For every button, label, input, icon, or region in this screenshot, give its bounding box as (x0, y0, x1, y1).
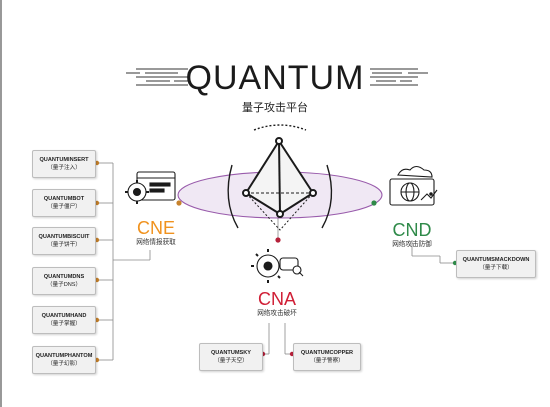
tool-name: QUANTUMBOT (43, 196, 85, 202)
tool-name: QUANTUMPHANTOM (35, 353, 93, 359)
cnd-globe-cloud-icon (389, 165, 438, 206)
tool-name: QUANTUMBISCUIT (38, 234, 90, 240)
pyramid-icon (242, 137, 317, 231)
cnd-code-label: CND (392, 220, 432, 240)
cna-bug-gear-icon (251, 249, 304, 283)
cna-name-label: 网络攻击破坏 (257, 310, 297, 317)
tool-box-quantumcopper[interactable]: QUANTUMCOPPER （量子警察） (293, 343, 361, 371)
tool-alias: （量子DNS） (46, 281, 82, 288)
title-decoration-left (126, 68, 188, 86)
tool-box-quantumbot[interactable]: QUANTUMBOT （量子僵尸） (32, 189, 96, 217)
tool-name: QUANTUMDNS (43, 274, 85, 280)
tool-name: QUANTUMCOPPER (300, 350, 354, 356)
cne-name-label: 网络情报获取 (136, 239, 176, 246)
tool-box-quantumdns[interactable]: QUANTUMDNS （量子DNS） (32, 267, 96, 295)
cne-code-label: CNE (136, 218, 175, 238)
tool-name: QUANTUMSMACKDOWN (462, 257, 530, 263)
page-title: QUANTUM (185, 59, 365, 97)
tool-alias: （量子僵尸） (47, 203, 81, 210)
cne-monitor-gear-icon (125, 171, 176, 204)
title-decoration-right (370, 68, 428, 86)
page-subtitle: 量子攻击平台 (242, 102, 308, 114)
tool-alias: （量子注入） (47, 164, 81, 171)
tool-alias: （量子下载） (479, 264, 513, 271)
tool-box-quantumsmackdown[interactable]: QUANTUMSMACKDOWN （量子下载） (456, 250, 536, 278)
pyramid-halo (227, 124, 333, 229)
tool-alias: （量子警察） (310, 357, 344, 364)
cna-junction-dot (275, 237, 281, 243)
connector-lines (97, 162, 455, 361)
cnd-junction-dot (371, 200, 377, 206)
tool-name: QUANTUMINSERT (39, 157, 89, 163)
tool-name: QUANTUMSKY (210, 350, 252, 356)
cna-code-label: CNA (257, 289, 296, 309)
tool-box-quantuminsert[interactable]: QUANTUMINSERT （量子注入） (32, 150, 96, 178)
cnd-name-label: 网络攻击防御 (392, 241, 432, 248)
tool-box-quantumbiscuit[interactable]: QUANTUMBISCUIT （量子饼干） (32, 227, 96, 255)
tool-alias: （量子掌握） (47, 320, 81, 327)
tool-box-quantumphantom[interactable]: QUANTUMPHANTOM （量子幻影） (32, 346, 96, 374)
tool-name: QUANTUMHAND (41, 313, 87, 319)
tool-alias: （量子天空） (214, 357, 248, 364)
tool-box-quantumsky[interactable]: QUANTUMSKY （量子天空） (199, 343, 263, 371)
cne-junction-dot (176, 200, 182, 206)
tool-alias: （量子饼干） (47, 241, 81, 248)
tool-alias: （量子幻影） (47, 360, 81, 367)
tool-box-quantumhand[interactable]: QUANTUMHAND （量子掌握） (32, 306, 96, 334)
